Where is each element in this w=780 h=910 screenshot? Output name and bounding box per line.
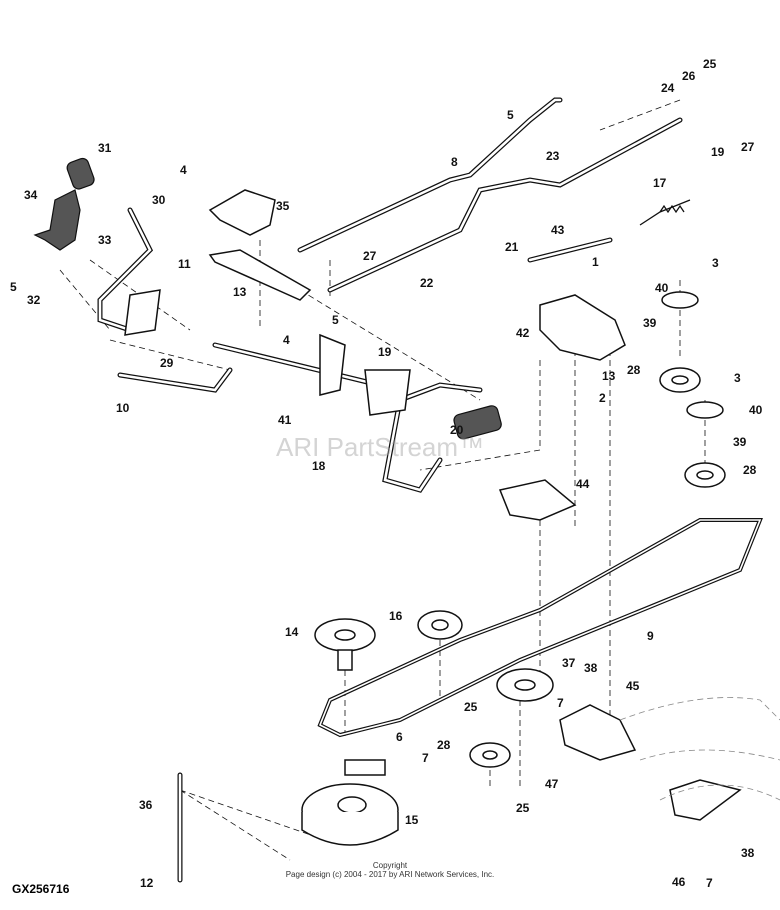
callout-18: 18 <box>312 459 326 473</box>
callout-13: 13 <box>602 369 616 383</box>
callout-12: 12 <box>140 876 154 890</box>
callout-19: 19 <box>378 345 392 359</box>
callout-5: 5 <box>332 313 339 327</box>
callout-36: 36 <box>139 798 153 812</box>
callout-41: 41 <box>278 413 292 427</box>
callout-38: 38 <box>584 661 598 675</box>
callout-3: 3 <box>734 371 741 385</box>
callout-23: 23 <box>546 149 560 163</box>
callout-24: 24 <box>661 81 675 95</box>
callout-25: 25 <box>703 57 717 71</box>
callout-27: 27 <box>741 140 755 154</box>
callout-3: 3 <box>712 256 719 270</box>
callout-14: 14 <box>285 625 299 639</box>
callout-31: 31 <box>98 141 112 155</box>
callout-32: 32 <box>27 293 41 307</box>
callout-39: 39 <box>733 435 747 449</box>
callout-25: 25 <box>516 801 530 815</box>
callout-26: 26 <box>682 69 696 83</box>
callout-44: 44 <box>576 477 590 491</box>
callout-15: 15 <box>405 813 419 827</box>
callout-6: 6 <box>396 730 403 744</box>
copyright-line2: Page design (c) 2004 - 2017 by ARI Netwo… <box>285 870 495 879</box>
callout-35: 35 <box>276 199 290 213</box>
callout-11: 11 <box>178 257 191 271</box>
callout-45: 45 <box>626 679 640 693</box>
callout-40: 40 <box>655 281 669 295</box>
copyright-line1: Copyright <box>372 861 408 870</box>
callout-25: 25 <box>464 700 478 714</box>
callout-29: 29 <box>160 356 174 370</box>
callout-20: 20 <box>450 423 464 437</box>
callout-40: 40 <box>749 403 763 417</box>
callout-34: 34 <box>24 188 38 202</box>
callout-43: 43 <box>551 223 565 237</box>
callout-5: 5 <box>10 280 17 294</box>
pulleys <box>301 291 726 846</box>
callout-10: 10 <box>116 401 130 415</box>
callout-28: 28 <box>743 463 757 477</box>
callout-16: 16 <box>389 609 403 623</box>
callout-5: 5 <box>507 108 514 122</box>
callout-39: 39 <box>643 316 657 330</box>
callout-4: 4 <box>180 163 187 177</box>
callout-19: 19 <box>711 145 725 159</box>
brackets <box>124 189 742 821</box>
figure-id: GX256716 <box>12 882 70 896</box>
rods <box>97 97 683 883</box>
callout-21: 21 <box>505 240 519 254</box>
callout-37: 37 <box>562 656 576 670</box>
callout-30: 30 <box>152 193 166 207</box>
callout-42: 42 <box>516 326 530 340</box>
callout-46: 46 <box>672 875 686 889</box>
callout-27: 27 <box>363 249 377 263</box>
callout-22: 22 <box>420 276 434 290</box>
callout-33: 33 <box>98 233 112 247</box>
callout-7: 7 <box>706 876 713 890</box>
copyright: Copyright Page design (c) 2004 - 2017 by… <box>0 861 780 879</box>
callout-7: 7 <box>422 751 429 765</box>
callout-7: 7 <box>557 696 564 710</box>
callout-38: 38 <box>741 846 755 860</box>
callout-28: 28 <box>627 363 641 377</box>
callout-1: 1 <box>592 255 599 269</box>
callout-28: 28 <box>437 738 451 752</box>
callout-2: 2 <box>599 391 606 405</box>
callout-8: 8 <box>451 155 458 169</box>
callout-17: 17 <box>653 176 667 190</box>
callout-4: 4 <box>283 333 290 347</box>
callout-47: 47 <box>545 777 559 791</box>
callout-9: 9 <box>647 629 654 643</box>
grip <box>453 405 502 440</box>
callout-13: 13 <box>233 285 247 299</box>
pedal <box>33 189 81 251</box>
watermark: ARI PartStream™ <box>276 432 485 462</box>
